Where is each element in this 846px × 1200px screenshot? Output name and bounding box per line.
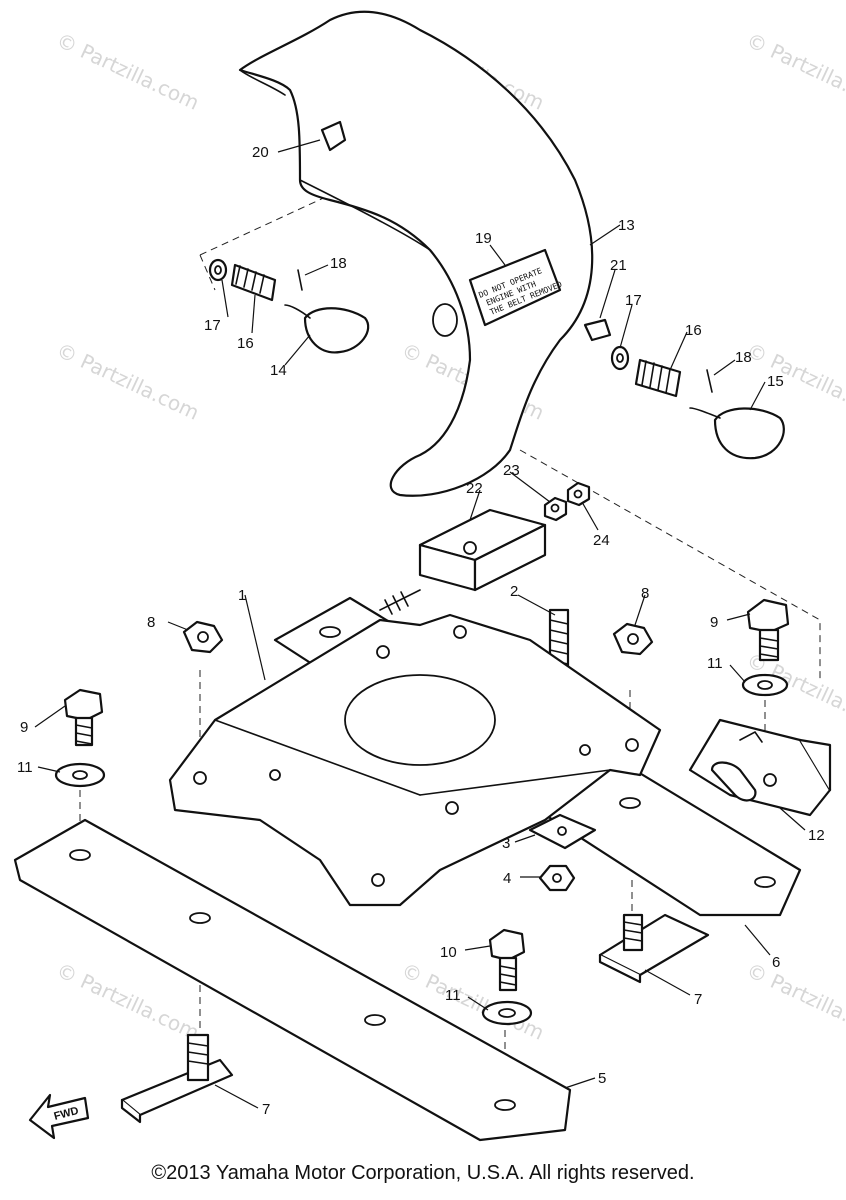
washer-11-lower bbox=[481, 1000, 533, 1026]
callout-18b: 18 bbox=[735, 349, 752, 366]
t-bolt-plate-right bbox=[598, 913, 710, 984]
callout-11a: 11 bbox=[17, 759, 33, 776]
callout-24: 24 bbox=[593, 532, 610, 549]
callout-10: 10 bbox=[440, 944, 457, 961]
callout-1: 1 bbox=[238, 587, 246, 604]
callout-16b: 16 bbox=[685, 322, 702, 339]
callout-2: 2 bbox=[510, 583, 518, 600]
callout-21: 21 bbox=[610, 257, 627, 274]
rail-plate-5 bbox=[13, 818, 572, 1142]
callout-23: 23 bbox=[503, 462, 520, 479]
watermark: © Partzilla.com bbox=[743, 958, 846, 1045]
washer-11-right bbox=[741, 673, 789, 697]
cable-bracket bbox=[688, 718, 832, 817]
watermark: © Partzilla.com bbox=[53, 28, 203, 115]
bolt-9-right bbox=[746, 598, 790, 662]
callout-20: 20 bbox=[252, 144, 269, 161]
callout-4: 4 bbox=[503, 870, 511, 887]
nut-4 bbox=[538, 864, 576, 892]
clip-part bbox=[320, 120, 347, 152]
washer-11-left bbox=[54, 762, 106, 788]
nut-8-right bbox=[612, 622, 654, 656]
nut-23 bbox=[543, 496, 568, 522]
callout-17a: 17 bbox=[204, 317, 221, 334]
callout-5: 5 bbox=[598, 1070, 606, 1087]
bolt-10 bbox=[488, 928, 526, 992]
callout-9b: 9 bbox=[710, 614, 718, 631]
bolt-9-left bbox=[63, 688, 104, 747]
callout-11c: 11 bbox=[445, 987, 461, 1004]
callout-14: 14 bbox=[270, 362, 287, 379]
copyright-notice: ©2013 Yamaha Motor Corporation, U.S.A. A… bbox=[151, 1162, 695, 1184]
callout-8a: 8 bbox=[147, 614, 155, 631]
callout-8b: 8 bbox=[641, 585, 649, 602]
leader-lines bbox=[34, 139, 806, 1109]
callout-12: 12 bbox=[808, 827, 825, 844]
callout-11b: 11 bbox=[707, 655, 723, 672]
callout-6: 6 bbox=[772, 954, 780, 971]
callout-9a: 9 bbox=[20, 719, 28, 736]
callout-18a: 18 bbox=[330, 255, 347, 272]
bracket-3 bbox=[528, 813, 597, 850]
watermark: © Partzilla.com bbox=[53, 338, 203, 425]
knob-assembly-right bbox=[610, 345, 785, 460]
callout-15: 15 bbox=[767, 373, 784, 390]
callout-13: 13 bbox=[618, 217, 635, 234]
callout-7b: 7 bbox=[694, 991, 702, 1008]
nut-24 bbox=[566, 481, 591, 507]
tensioner-block bbox=[379, 508, 547, 615]
small-bracket bbox=[583, 318, 612, 342]
callout-22: 22 bbox=[466, 480, 483, 497]
knob-assembly-left bbox=[208, 258, 370, 354]
t-bolt-plate-left bbox=[120, 1033, 234, 1124]
forward-arrow: FWD bbox=[28, 1093, 90, 1140]
nut-8-left bbox=[182, 620, 224, 654]
main-mounting-plate bbox=[168, 613, 662, 907]
callouts: 20 19 13 21 18 17 16 14 17 16 18 15 23 2… bbox=[17, 144, 825, 1118]
watermark: © Partzilla.com bbox=[743, 28, 846, 115]
callout-7a: 7 bbox=[262, 1101, 270, 1118]
callout-3: 3 bbox=[502, 835, 510, 852]
callout-17b: 17 bbox=[625, 292, 642, 309]
callout-19: 19 bbox=[475, 230, 492, 247]
callout-16a: 16 bbox=[237, 335, 254, 352]
